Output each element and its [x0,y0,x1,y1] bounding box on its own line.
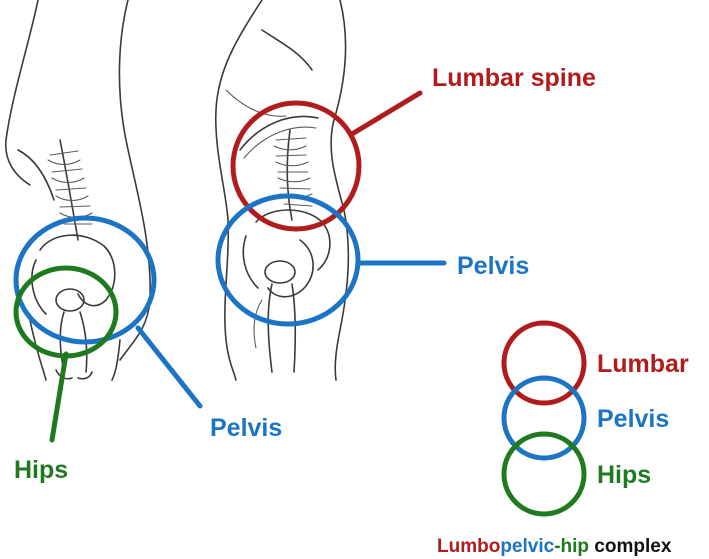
caption-complex: complex [589,536,672,557]
legend-hips-ring [504,434,584,514]
lumbar-spine-leader-line [352,93,420,134]
caption-lumbo: Lumbo [437,536,500,557]
pelvis-left-label: Pelvis [210,414,282,442]
pelvis-left-leader-line [138,328,200,406]
hips-left-circle [16,268,116,356]
caption-pelvic: pelvic [500,536,554,557]
legend-hips-label: Hips [597,461,651,489]
legend-pelvis-label: Pelvis [597,405,669,433]
legend-lumbar-label: Lumbar [597,350,689,378]
hips-left-label: Hips [14,456,68,484]
hips-left-leader-line [52,354,66,440]
caption: Lumbopelvic-hip complex [437,536,672,557]
pelvis-right-circle [218,196,358,324]
legend: Lumbar Pelvis Hips [504,323,689,514]
lumbar-spine-label: Lumbar spine [432,64,596,92]
caption-hip: -hip [554,536,589,557]
left-body-illustration [6,0,150,380]
pelvis-right-label: Pelvis [457,252,529,280]
